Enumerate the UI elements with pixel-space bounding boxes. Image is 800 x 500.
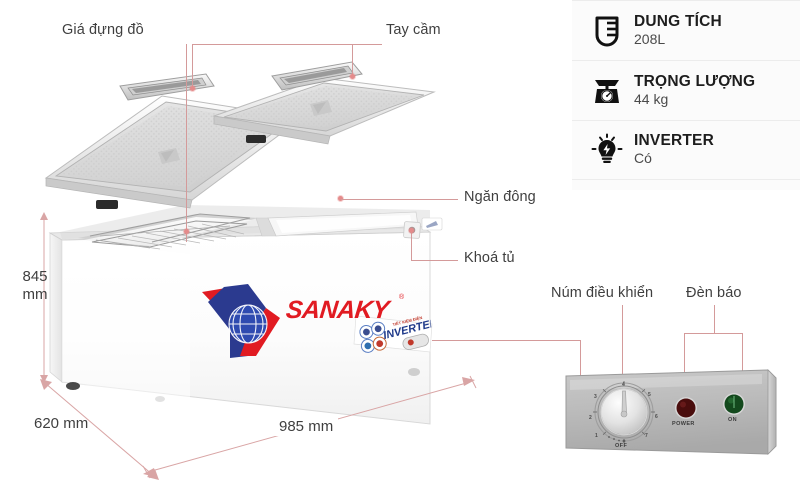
leader-indicator-power (684, 333, 685, 395)
spec-value-capacity: 208L (634, 30, 666, 47)
knob-number-5: 5 (648, 392, 651, 398)
power-lamp (676, 398, 696, 418)
leader-panel-connector-v (580, 340, 581, 378)
lid-label-plate (421, 217, 443, 231)
leader-handle-h (192, 44, 378, 45)
spec-row-inverter: INVERTER Có (572, 120, 800, 180)
bulb-icon (580, 133, 634, 167)
leader-handle-tail (352, 44, 382, 45)
dimension-height-unit: mm (22, 285, 48, 303)
power-lamp-label: POWER (672, 421, 695, 427)
leader-knob (622, 305, 623, 397)
leader-rack (186, 44, 187, 242)
hinge-left (96, 200, 118, 209)
spec-title-inverter: INVERTER (634, 132, 714, 150)
leader-handle-left-drop (192, 44, 193, 90)
leader-lock-v (411, 232, 412, 260)
knob-off-label: OFF (615, 443, 628, 449)
leader-freezer-inner (341, 199, 401, 200)
leader-freezer (400, 199, 458, 200)
spec-title-weight: TRỌNG LƯỢNG (634, 72, 756, 90)
casters (66, 368, 420, 402)
spec-value-weight: 44 kg (634, 90, 669, 107)
spec-text-inverter: INVERTER Có (634, 132, 714, 168)
leader-indicator-stem (714, 305, 715, 333)
leader-indicator-on (742, 333, 743, 391)
callout-label-lock: Khoá tủ (464, 250, 515, 266)
on-lamp-label: ON (728, 417, 738, 423)
spec-title-capacity: DUNG TÍCH (634, 12, 722, 30)
scale-icon (580, 75, 634, 107)
callout-dot-handle-left (190, 86, 195, 91)
leader-lock-h (411, 260, 458, 261)
dimension-height-label: 845 mm (12, 268, 58, 303)
knob-number-1: 1 (595, 433, 598, 439)
callout-label-knob: Núm điều khiển (551, 285, 654, 301)
callout-label-rack: Giá đựng đồ (62, 22, 144, 38)
callout-dot-lock (409, 228, 414, 233)
dimension-height-value: 845 (22, 268, 48, 285)
callout-dot-handle-right (350, 74, 355, 79)
control-panel-detail: 1 2 3 4 5 6 7 OFF POWER ON (562, 368, 780, 458)
inverter-sticker-badge: INVERTER TIẾT KIỆM ĐIỆN (359, 315, 434, 353)
callout-label-indicator: Đèn báo (686, 285, 742, 301)
beaker-icon (580, 15, 634, 47)
dimension-width-label: 985 mm (274, 418, 339, 436)
spec-row-capacity: DUNG TÍCH 208L (572, 0, 800, 60)
lid-right (212, 77, 436, 145)
sanaky-trademark-icon: ® (399, 294, 405, 301)
callout-dot-freezer (338, 196, 343, 201)
callout-label-freezer: Ngăn đông (464, 189, 536, 205)
spec-value-inverter: Có (634, 150, 652, 167)
knob-number-2: 2 (589, 415, 592, 421)
freezer-illustration (44, 61, 443, 425)
leader-panel-connector-h (432, 340, 580, 341)
wire-basket (91, 220, 248, 250)
sanaky-logo-mark (202, 284, 280, 358)
handle-right (271, 61, 363, 91)
spec-row-weight: TRỌNG LƯỢNG 44 kg (572, 60, 800, 120)
hinge-right (246, 135, 266, 143)
compartment-divider (255, 217, 277, 237)
knob-number-6: 6 (655, 414, 658, 420)
callout-label-handle: Tay cầm (386, 22, 441, 38)
knob-number-3: 3 (594, 394, 597, 400)
knob-number-4: 4 (622, 382, 625, 388)
spec-text-weight: TRỌNG LƯỢNG 44 kg (634, 73, 755, 109)
leader-handle-right-drop (352, 44, 353, 78)
spec-panel: DUNG TÍCH 208L TRỌNG LƯỢNG 44 kg (572, 0, 800, 190)
callout-dot-rack (184, 229, 189, 234)
left-compartment (78, 213, 258, 250)
dimension-height-arrow (40, 212, 48, 383)
knob-number-7: 7 (645, 433, 648, 439)
handle-left (119, 73, 215, 101)
right-compartment (267, 211, 419, 237)
spec-text-capacity: DUNG TÍCH 208L (634, 13, 722, 49)
leader-indicator-h (684, 333, 743, 334)
dimension-depth-label: 620 mm (34, 415, 89, 432)
